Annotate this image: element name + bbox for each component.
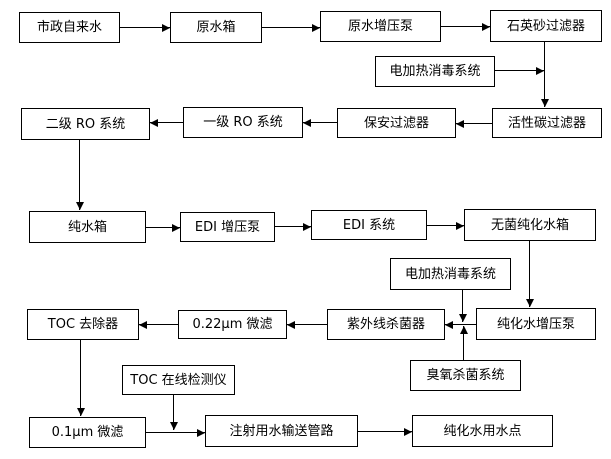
arrowhead-icon [170,422,178,430]
flow-node-sterile-purified-water-tank: 无菌纯化水箱 [464,209,596,241]
connector-line-security-filter-to-primary-ro-system [303,122,337,123]
arrowhead-icon [404,428,412,436]
arrowhead-icon [77,408,85,416]
arrowhead-icon [456,120,464,128]
connector-line-microfilter-0-22um-to-toc-remover [139,324,178,325]
connector-line-quartz-sand-filter-to-activated-carbon-filter [544,42,545,107]
connector-line-primary-ro-system-to-secondary-ro-system [150,122,183,123]
flow-node-toc-online-detector: TOC 在线检测仪 [122,365,235,395]
flow-node-electric-heat-disinfection-1: 电加热消毒系统 [375,56,495,87]
connector-line-raw-water-booster-pump-to-quartz-sand-filter [441,26,490,27]
arrowhead-icon [303,223,311,231]
connector-line-wfi-delivery-pipeline-to-purified-water-use-point [358,431,412,432]
connector-line-activated-carbon-filter-to-security-filter [456,123,492,124]
connector-line-secondary-ro-system-to-pure-water-tank [79,140,80,210]
arrowhead-icon [303,119,311,127]
connector-line-sterile-purified-water-tank-to-purified-water-booster-pump [529,241,530,307]
flow-node-secondary-ro-system: 二级 RO 系统 [21,108,150,140]
flow-node-purified-water-use-point: 纯化水用水点 [412,415,553,447]
arrowhead-icon [150,119,158,127]
arrowhead-icon [445,321,453,329]
connector-line-electric-heat-disinfection-2-to-uv-line-junction [462,290,463,322]
connector-line-pure-water-tank-to-edi-booster-pump [146,227,180,228]
connector-line-edi-booster-pump-to-edi-system [275,226,311,227]
flow-node-raw-water-booster-pump: 原水增压泵 [320,11,441,42]
flow-node-primary-ro-system: 一级 RO 系统 [183,107,303,138]
flow-node-raw-water-tank: 原水箱 [170,12,262,43]
connector-line-toc-online-detector-to-wfi-line-junction [173,395,174,430]
flow-node-edi-booster-pump: EDI 增压泵 [180,212,275,242]
flow-node-microfilter-0-22um: 0.22μm 微滤 [178,310,287,339]
arrowhead-icon [482,23,490,31]
flow-node-municipal-tap-water: 市政自来水 [19,12,120,43]
arrowhead-icon [526,299,534,307]
arrowhead-icon [536,67,544,75]
flow-node-quartz-sand-filter: 石英砂过滤器 [490,10,602,42]
arrowhead-icon [541,99,549,107]
connector-line-microfilter-0-1um-to-wfi-delivery-pipeline [146,432,205,433]
connector-line-uv-sterilizer-to-microfilter-0-22um [287,324,327,325]
connector-line-ozone-sterilization-system-to-uv-line-junction [463,326,464,360]
connector-line-toc-remover-to-microfilter-0-1um [80,340,81,416]
connector-line-municipal-tap-water-to-raw-water-tank [120,27,170,28]
arrowhead-icon [76,202,84,210]
arrowhead-icon [172,224,180,232]
connector-line-raw-water-tank-to-raw-water-booster-pump [262,27,320,28]
flow-node-wfi-delivery-pipeline: 注射用水输送管路 [205,415,358,447]
flow-node-electric-heat-disinfection-2: 电加热消毒系统 [390,258,511,290]
flow-node-edi-system: EDI 系统 [311,210,427,240]
flow-node-activated-carbon-filter: 活性碳过滤器 [492,108,602,138]
flow-node-pure-water-tank: 纯水箱 [29,211,146,243]
arrowhead-icon [287,321,295,329]
flow-node-uv-sterilizer: 紫外线杀菌器 [327,309,445,340]
arrowhead-icon [460,326,468,334]
arrowhead-icon [456,222,464,230]
connector-line-edi-system-to-sterile-purified-water-tank [427,225,464,226]
arrowhead-icon [312,24,320,32]
arrowhead-icon [139,321,147,329]
flow-node-ozone-sterilization-system: 臭氧杀菌系统 [410,360,521,391]
flow-node-toc-remover: TOC 去除器 [27,309,139,340]
connector-line-purified-water-booster-pump-to-uv-sterilizer [445,324,476,325]
flow-node-microfilter-0-1um: 0.1μm 微滤 [29,417,146,448]
arrowhead-icon [162,24,170,32]
arrowhead-icon [197,429,205,437]
flow-node-purified-water-booster-pump: 纯化水增压泵 [476,308,596,340]
flow-node-security-filter: 保安过滤器 [337,108,456,138]
arrowhead-icon [459,314,467,322]
connector-line-electric-heat-disinfection-1-to-quartz-carbon-junction [495,70,544,71]
